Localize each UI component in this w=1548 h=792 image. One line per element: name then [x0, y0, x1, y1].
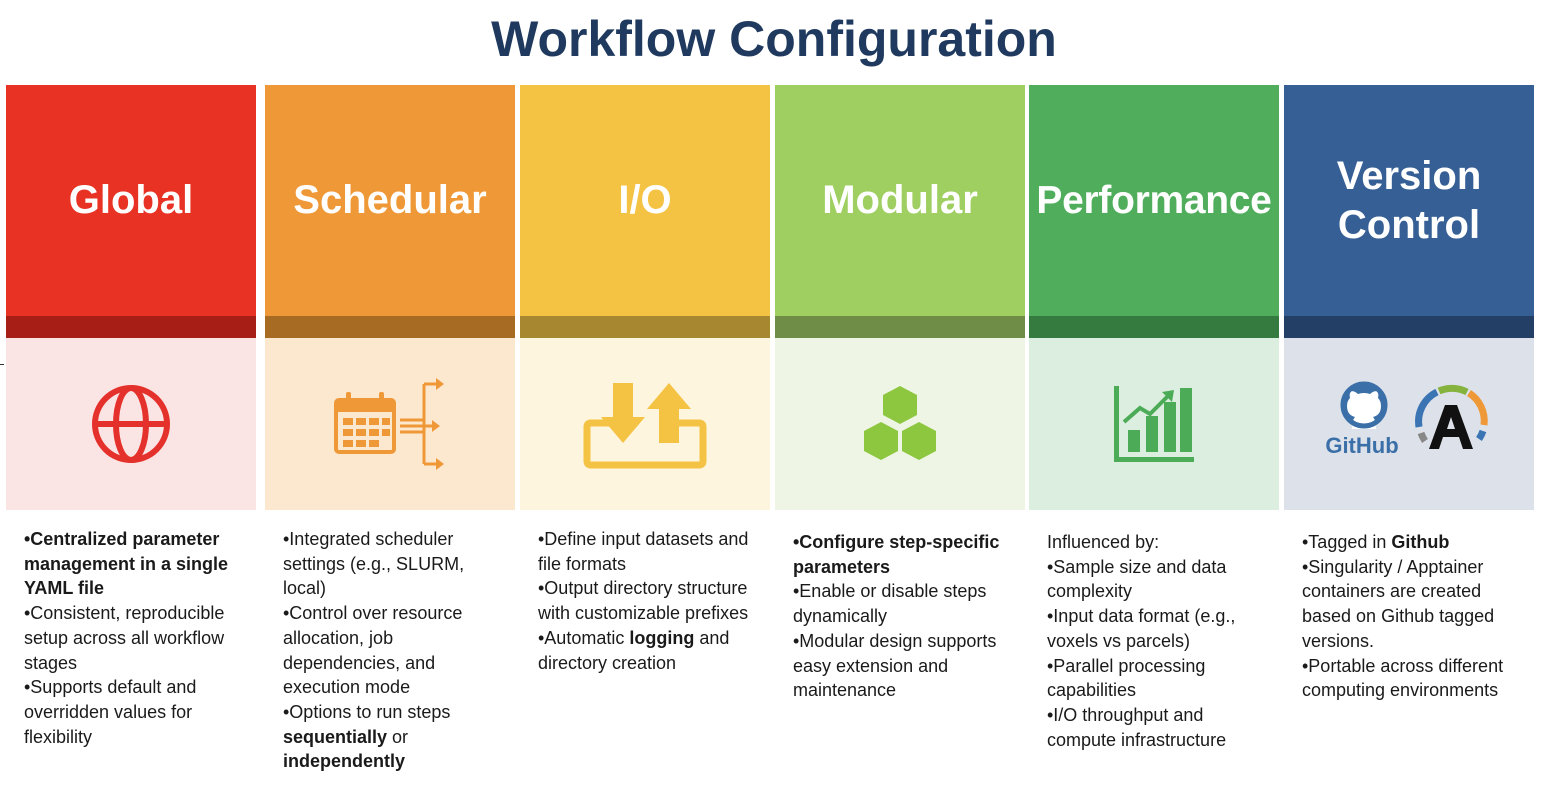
header-global: Global: [6, 85, 256, 316]
column-version-control: Version Control GitHub •Tagged in Github…: [1284, 85, 1534, 792]
bullets-global: •Centralized parameter management in a s…: [24, 527, 252, 749]
band-global: [6, 316, 256, 338]
bullet-item: •Portable across different computing env…: [1302, 655, 1504, 701]
bullets-version-control: •Tagged in Github •Singularity / Apptaine…: [1302, 527, 1530, 703]
upload-download-icon: [583, 383, 707, 469]
bullets-schedular: •Integrated scheduler settings (e.g., SL…: [283, 527, 511, 774]
bullet-item: •Control over resource allocation, job d…: [283, 603, 463, 698]
bullets-performance: Influenced by: •Sample size and data comp…: [1047, 527, 1275, 752]
header-version-control: Version Control: [1284, 85, 1534, 316]
bullet-item: •Enable or disable steps dynamically: [793, 581, 987, 627]
chart-up-icon: [1114, 386, 1194, 462]
bullet-item: •Parallel processing capabilities: [1047, 655, 1206, 701]
column-performance: Performance Influenced by: •Sample size a…: [1029, 85, 1279, 792]
edge-tick-mark: [0, 364, 4, 365]
github-logo-text: GitHub: [1325, 433, 1398, 458]
bullet-item: •Output directory structure with customi…: [538, 578, 749, 624]
band-modular: [775, 316, 1025, 338]
header-modular: Modular: [775, 85, 1025, 316]
calendar-arrows-icon: [334, 378, 444, 470]
bullet-item: •Integrated scheduler settings (e.g., SL…: [283, 529, 465, 599]
band-schedular: [265, 316, 515, 338]
column-io: I/O •Define input datasets and file form…: [520, 85, 770, 792]
bullet-item: •Singularity / Apptainer containers are …: [1302, 556, 1495, 651]
iconbox-io: [520, 338, 770, 510]
globe-icon: [92, 385, 170, 463]
iconbox-schedular: [265, 338, 515, 510]
iconbox-modular: [775, 338, 1025, 510]
bullet-item: •Define input datasets and file formats: [538, 529, 749, 574]
github-logo-icon: GitHub: [1325, 381, 1399, 458]
bullet-item: •Centralized parameter management in a s…: [24, 529, 229, 599]
hexagons-icon: [864, 386, 936, 460]
header-io: I/O: [520, 85, 770, 316]
bullet-item: •Configure step-specific parameters: [793, 532, 1000, 577]
band-io: [520, 316, 770, 338]
bullet-item: •Consistent, reproducible setup across a…: [24, 603, 225, 673]
header-schedular: Schedular: [265, 85, 515, 316]
bullet-item: •Sample size and data complexity: [1047, 556, 1227, 602]
bullet-item: •Automatic logging and directory creatio…: [538, 627, 730, 673]
bullet-item: •Input data format (e.g., voxels vs parc…: [1047, 606, 1236, 651]
bullet-item: •Tagged in Github: [1302, 532, 1450, 552]
iconbox-version-control: GitHub: [1284, 338, 1534, 510]
bullets-io: •Define input datasets and file formats•…: [538, 527, 766, 675]
header-performance: Performance: [1029, 85, 1279, 316]
column-schedular: Schedular: [265, 85, 515, 792]
bullet-item: •I/O throughput and compute infrastructu…: [1047, 704, 1227, 750]
bullets-modular: •Configure step-specific parameters•Enab…: [793, 527, 1021, 703]
github-apptainer-icon: GitHub: [1325, 381, 1488, 458]
apptainer-logo-icon: [1415, 384, 1488, 449]
band-version-control: [1284, 316, 1534, 338]
bullet-item: •Supports default and overridden values …: [24, 677, 197, 747]
iconbox-global: [6, 338, 256, 510]
band-performance: [1029, 316, 1279, 338]
bullet-item: Influenced by:: [1047, 532, 1160, 552]
bullet-item: •Options to run steps sequentially or in…: [283, 701, 451, 772]
page-title: Workflow Configuration: [491, 11, 1057, 67]
iconbox-performance: [1029, 338, 1279, 510]
column-global: Global •Centralized parameter management…: [6, 85, 256, 792]
column-modular: Modular •Configure step-specific paramet…: [775, 85, 1025, 792]
bullet-item: •Modular design supports easy extension …: [793, 630, 997, 701]
